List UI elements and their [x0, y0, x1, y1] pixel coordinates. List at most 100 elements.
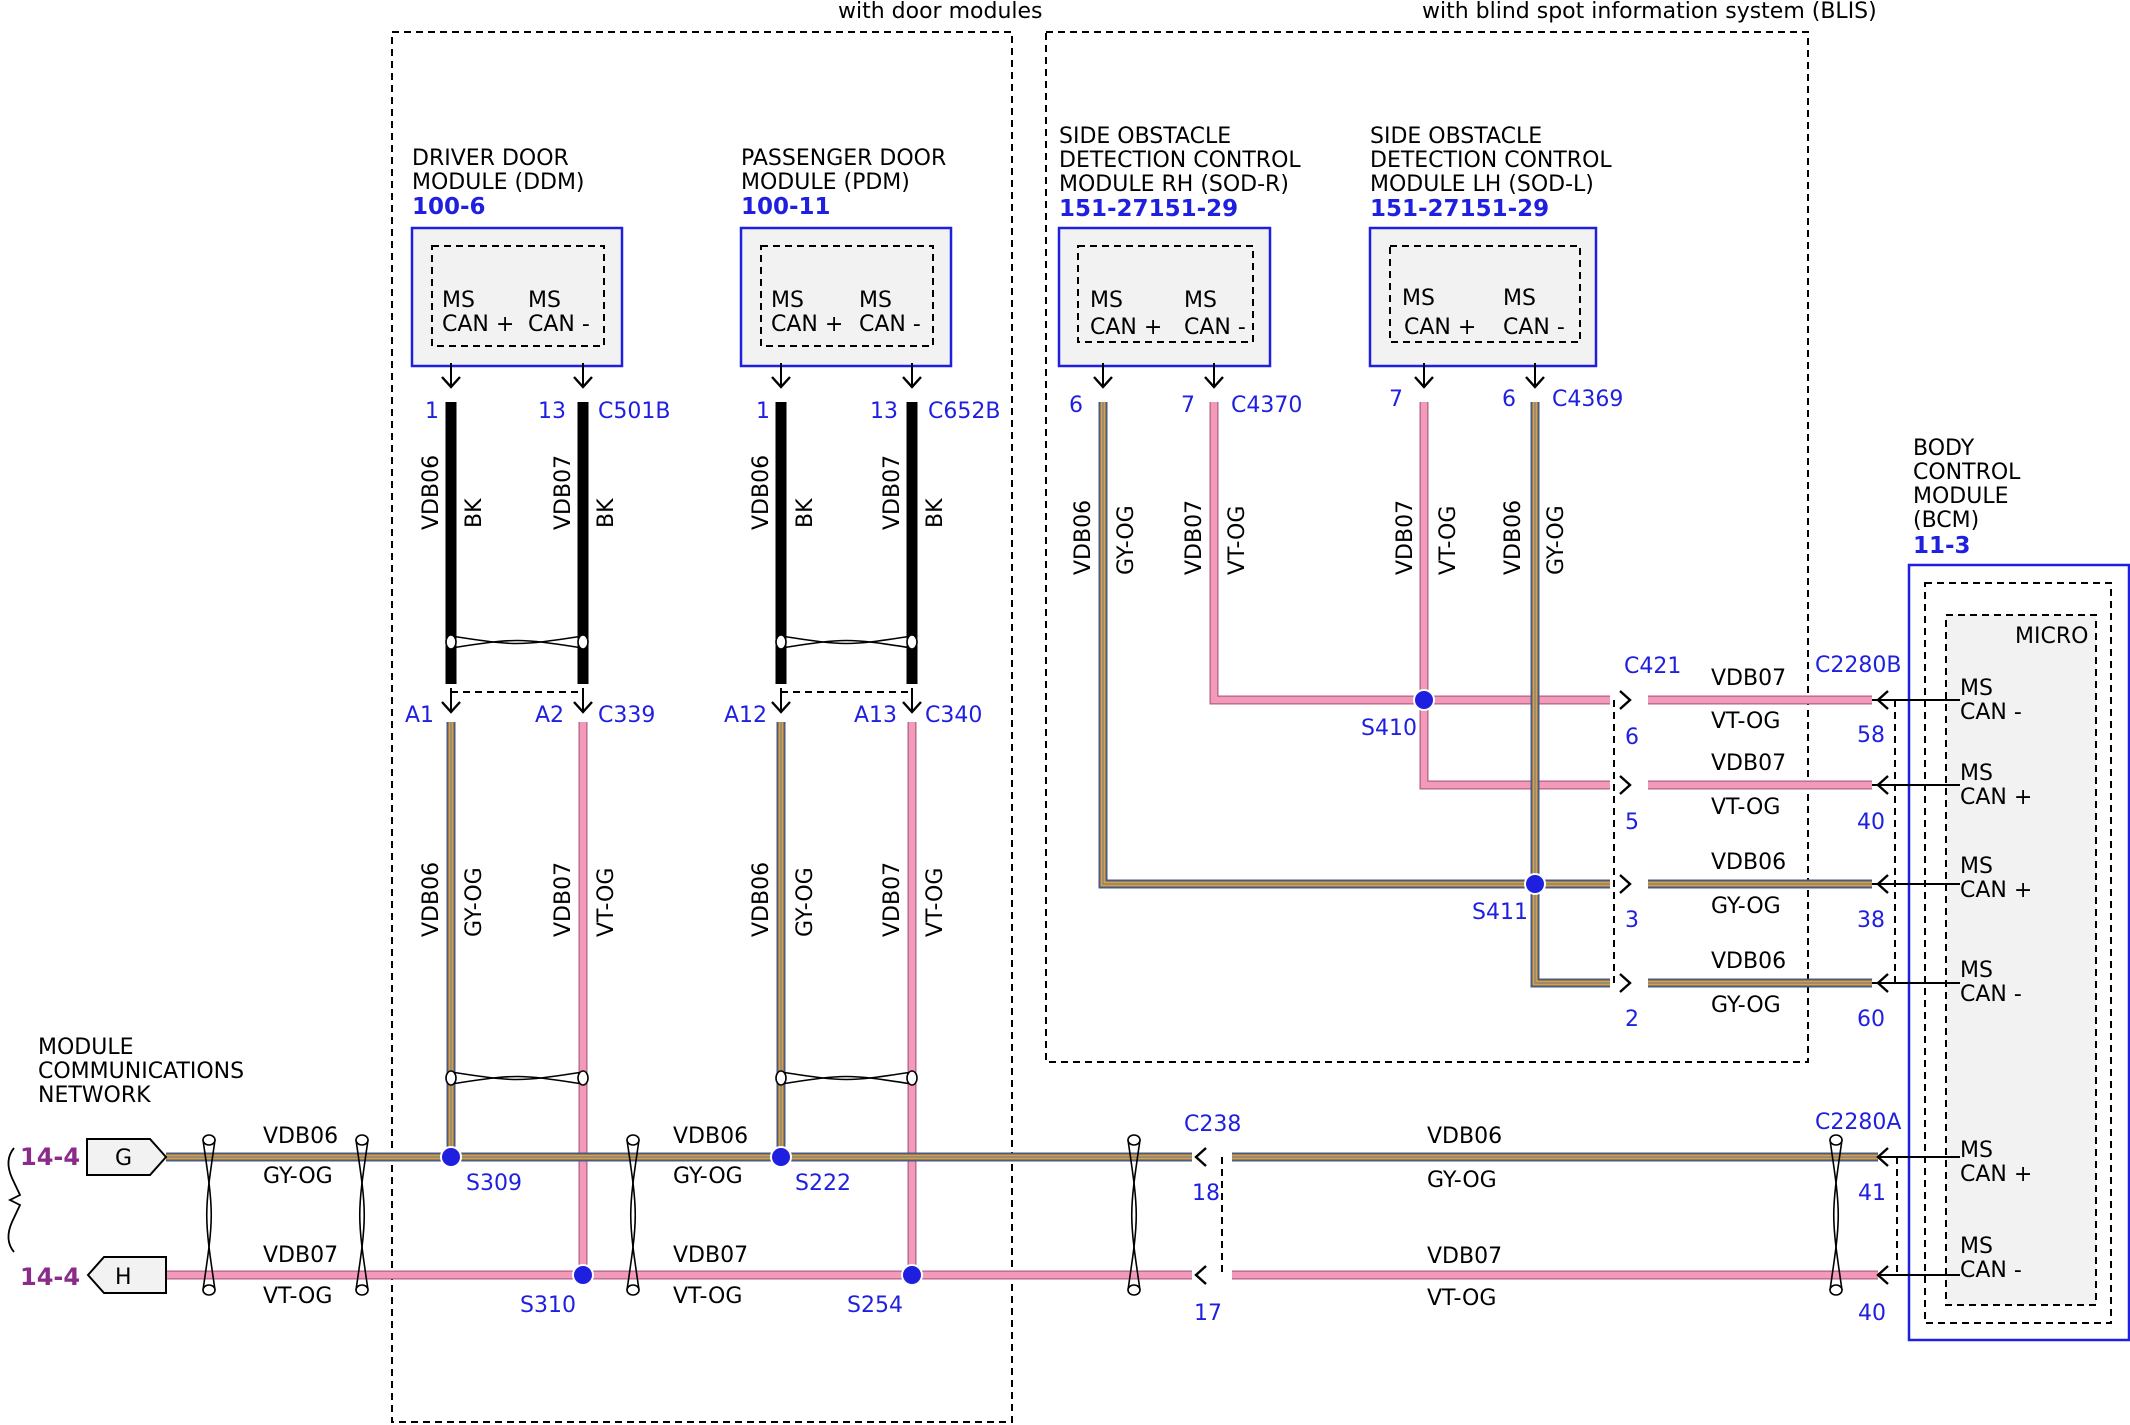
twist-end: [445, 634, 457, 650]
pin-arrow-c2280b: [1876, 973, 1889, 993]
wire-core: [1420, 402, 1610, 789]
sodr-module-box: MS CAN + MS CAN -: [1057, 226, 1272, 368]
connector-c340[interactable]: C340: [925, 703, 982, 728]
pin-c339-a2: A2: [535, 703, 564, 728]
twist-end: [626, 1134, 640, 1146]
pin-arrow-module: [1414, 363, 1434, 389]
network-g-label: G: [115, 1146, 132, 1171]
pin-c421-5: 5: [1625, 810, 1639, 835]
connector-labels: 1 13 C501B 1 13 C652B 6 7 C4370 7 6 C436…: [405, 387, 1901, 1326]
diagram-text: CAN -: [528, 312, 590, 337]
diagram-text: VDB07: [673, 1243, 748, 1268]
diagram-text: CAN -: [1960, 700, 2022, 725]
twist-curve: [780, 1075, 913, 1085]
diagram-text: VDB06: [749, 455, 774, 530]
diagram-text: VDB07: [1393, 500, 1418, 575]
pin-chevron: [441, 376, 461, 389]
diagram-text: CAN +: [1404, 315, 1476, 340]
pin-arrow-c421: [1619, 775, 1632, 795]
pin-arrow-c2280b: [1876, 690, 1889, 710]
twist-end: [775, 1070, 787, 1086]
splice-s410: S410: [1361, 716, 1417, 741]
diagram-text: VDB06: [263, 1124, 338, 1149]
pin-arrow-c2280b: [1876, 775, 1889, 795]
connector-c421[interactable]: C421: [1624, 654, 1681, 679]
diagram-text: MS: [1184, 288, 1217, 313]
diagram-text: VDB06: [749, 862, 774, 937]
diagram-text: CAN -: [1184, 315, 1246, 340]
pdm-ref-link[interactable]: 100-11: [741, 194, 831, 220]
diagram-text: VDB07: [551, 862, 576, 937]
connector-c2280b[interactable]: C2280B: [1815, 653, 1901, 678]
twist-end: [577, 634, 589, 650]
wire-layer: [166, 402, 1878, 1280]
pin-c340-a13: A13: [854, 703, 897, 728]
twist-curve: [780, 1071, 913, 1081]
pin-chevron: [1619, 775, 1632, 795]
pin-chevron: [1414, 376, 1434, 389]
pin-chevron: [771, 701, 791, 714]
sodl-ref-link[interactable]: 151-27151-29: [1370, 196, 1549, 222]
twist-end: [445, 1070, 457, 1086]
diagram-text: VDB07: [880, 862, 905, 937]
diagram-text: VDB07: [1427, 1244, 1502, 1269]
connector-c4370[interactable]: C4370: [1231, 393, 1302, 418]
pin-arrow-module: [441, 363, 461, 389]
diagram-text: BK: [462, 498, 487, 528]
diagram-text: MS: [1960, 958, 1993, 983]
pin-chevron: [1194, 1265, 1207, 1285]
pin-c421-2: 2: [1625, 1007, 1639, 1032]
twist-end: [355, 1134, 369, 1146]
diagram-text: CAN +: [771, 312, 843, 337]
connector-c2280a[interactable]: C2280A: [1815, 1110, 1901, 1135]
pin-sodr-minus: 7: [1181, 393, 1195, 418]
pin-arrow-module: [1093, 363, 1113, 389]
bcm-micro-label: MICRO: [2015, 624, 2088, 649]
network-g-connector[interactable]: 14-4 G: [20, 1138, 168, 1176]
diagram-text: MODULE (DDM): [412, 170, 585, 195]
network-label: MODULE COMMUNICATIONS NETWORK: [38, 1035, 244, 1108]
twist-curve: [1832, 1139, 1843, 1291]
pin-arrow-module: [902, 363, 922, 389]
pin-c2280b-40: 40: [1857, 810, 1885, 835]
network-h-connector[interactable]: 14-4 H: [20, 1256, 167, 1294]
diagram-text: GY-OG: [1711, 993, 1781, 1018]
diagram-text: VDB07: [263, 1243, 338, 1268]
diagram-text: CAN +: [1960, 878, 2032, 903]
connector-c238[interactable]: C238: [1184, 1112, 1241, 1137]
ddm-label: DRIVER DOOR MODULE (DDM) 100-6: [412, 146, 585, 220]
connector-c652b[interactable]: C652B: [928, 399, 1000, 424]
connector-c339[interactable]: C339: [598, 703, 655, 728]
connector-c501b[interactable]: C501B: [598, 399, 670, 424]
diagram-text: MS: [1402, 286, 1435, 311]
diagram-text: GY-OG: [1711, 894, 1781, 919]
diagram-text: VDB06: [1427, 1124, 1502, 1149]
pin-chevron: [1525, 376, 1545, 389]
diagram-text: VDB06: [1071, 500, 1096, 575]
splice-dot-s222: [770, 1146, 792, 1168]
diagram-text: CONTROL: [1913, 460, 2021, 485]
diagram-text: VT-OG: [263, 1284, 332, 1309]
network-h-label: H: [115, 1265, 132, 1290]
ref-14-4-g-link[interactable]: 14-4: [20, 1143, 80, 1171]
wire-vdb07-sodr: [1209, 402, 1610, 705]
diagram-text: (BCM): [1913, 508, 1979, 533]
sodl-label: SIDE OBSTACLE DETECTION CONTROL MODULE L…: [1370, 124, 1612, 222]
diagram-text: VDB06: [419, 455, 444, 530]
twist-bus: [355, 1134, 369, 1296]
wire-labels: VDB06 BK VDB07 BK VDB06 BK VDB07 BK VDB0…: [263, 455, 1786, 1311]
splice-s411: S411: [1472, 900, 1528, 925]
ddm-ref-link[interactable]: 100-6: [412, 194, 486, 220]
pin-arrow-c421: [1619, 973, 1632, 993]
splice-s254: S254: [847, 1293, 903, 1318]
bcm-ref-link[interactable]: 11-3: [1913, 533, 1971, 559]
diagram-text: VT-OG: [1225, 506, 1250, 575]
pin-c340-a12: A12: [724, 703, 767, 728]
diagram-text: GY-OG: [1427, 1168, 1497, 1193]
ref-14-4-h-link[interactable]: 14-4: [20, 1263, 80, 1291]
connector-c4369[interactable]: C4369: [1552, 387, 1623, 412]
sodr-ref-link[interactable]: 151-27151-29: [1059, 196, 1238, 222]
pdm-label: PASSENGER DOOR MODULE (PDM) 100-11: [741, 146, 946, 220]
diagram-text: VT-OG: [1427, 1286, 1496, 1311]
